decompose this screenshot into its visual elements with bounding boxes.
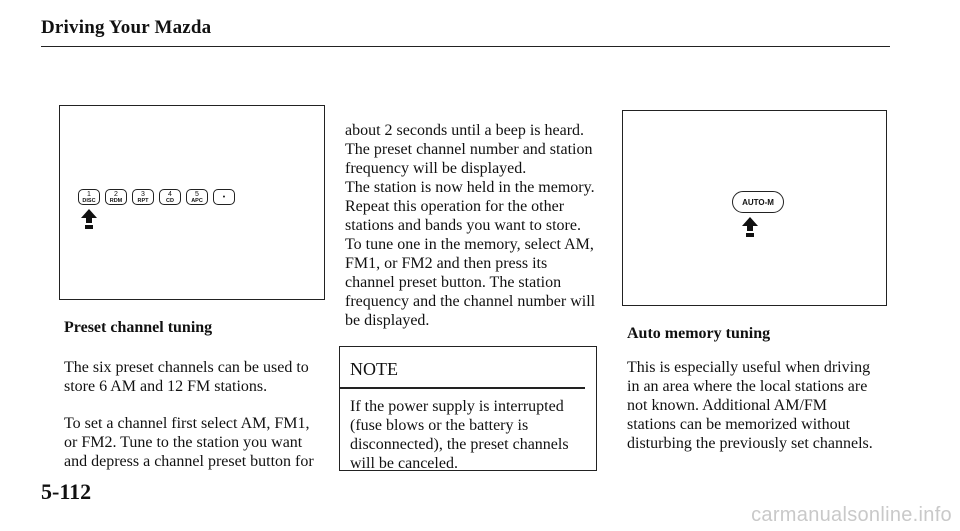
preset-button-4: 4 CD	[159, 189, 181, 205]
text-line: store 6 AM and 12 FM stations.	[64, 378, 268, 395]
preset-button-6: •	[213, 189, 235, 205]
arrow-up-icon	[81, 209, 97, 229]
preset-button-number: 2	[114, 190, 118, 198]
text-line: FM1, or FM2 and then press its	[345, 255, 548, 272]
preset-button-3: 3 RPT	[132, 189, 154, 205]
right-paragraph: This is especially useful when driving i…	[627, 358, 873, 453]
text-line: channel preset button. The station	[345, 274, 562, 291]
text-line: (fuse blows or the battery is	[350, 417, 529, 434]
arrow-up-icon	[742, 217, 758, 237]
preset-button-2: 2 RDM	[105, 189, 127, 205]
text-line: disturbing the previously set channels.	[627, 435, 873, 452]
text-line: Repeat this operation for the other	[345, 198, 565, 215]
preset-button-number: •	[222, 193, 226, 201]
note-body: If the power supply is interrupted (fuse…	[350, 397, 569, 473]
preset-button-label: CD	[166, 197, 174, 204]
text-line: If the power supply is interrupted	[350, 398, 564, 415]
note-divider	[340, 387, 585, 389]
text-line: be displayed.	[345, 312, 430, 329]
text-line: and depress a channel preset button for	[64, 453, 314, 470]
auto-memory-figure	[622, 110, 887, 306]
text-line: To tune one in the memory, select AM,	[345, 236, 594, 253]
left-paragraph-1: The six preset channels can be used to s…	[64, 358, 309, 396]
preset-buttons-figure: 1 DISC 2 RDM 3 RPT 4 CD 5 APC •	[59, 105, 325, 300]
page-header-title: Driving Your Mazda	[41, 17, 212, 38]
text-line: The preset channel number and station	[345, 141, 593, 158]
text-line: The station is now held in the memory.	[345, 179, 595, 196]
auto-m-button: AUTO-M	[732, 191, 784, 213]
text-line: in an area where the local stations are	[627, 378, 868, 395]
preset-button-label: RPT	[137, 197, 149, 204]
text-line: stations can be memorized without	[627, 416, 851, 433]
text-line: frequency will be displayed.	[345, 160, 527, 177]
text-line: about 2 seconds until a beep is heard.	[345, 122, 585, 139]
preset-button-label: DISC	[82, 197, 96, 204]
text-line: The six preset channels can be used to	[64, 359, 309, 376]
preset-button-number: 1	[87, 190, 91, 198]
text-line: stations and bands you want to store.	[345, 217, 581, 234]
page-number: 5-112	[41, 479, 92, 504]
preset-button-5: 5 APC	[186, 189, 208, 205]
left-paragraph-2: To set a channel first select AM, FM1, o…	[64, 414, 314, 471]
text-line: disconnected), the preset channels	[350, 436, 569, 453]
text-line: not known. Additional AM/FM	[627, 397, 828, 414]
text-line: To set a channel first select AM, FM1,	[64, 415, 310, 432]
text-line: or FM2. Tune to the station you want	[64, 434, 303, 451]
preset-button-number: 5	[195, 190, 199, 198]
header-divider	[41, 46, 890, 47]
preset-figure-caption: Preset channel tuning	[64, 319, 213, 336]
note-title: NOTE	[350, 359, 398, 379]
preset-button-number: 3	[141, 190, 145, 198]
text-line: frequency and the channel number will	[345, 293, 596, 310]
watermark: carmanualsonline.info	[751, 504, 952, 526]
note-box: NOTE If the power supply is interrupted …	[339, 346, 597, 473]
middle-paragraph: about 2 seconds until a beep is heard. T…	[345, 121, 595, 330]
auto-figure-caption: Auto memory tuning	[627, 325, 771, 342]
preset-button-1: 1 DISC	[78, 189, 100, 205]
text-line: This is especially useful when driving	[627, 359, 871, 376]
preset-button-number: 4	[168, 190, 172, 198]
text-line: will be canceled.	[350, 455, 458, 472]
preset-button-label: APC	[191, 197, 203, 204]
preset-button-label: RDM	[109, 197, 123, 204]
